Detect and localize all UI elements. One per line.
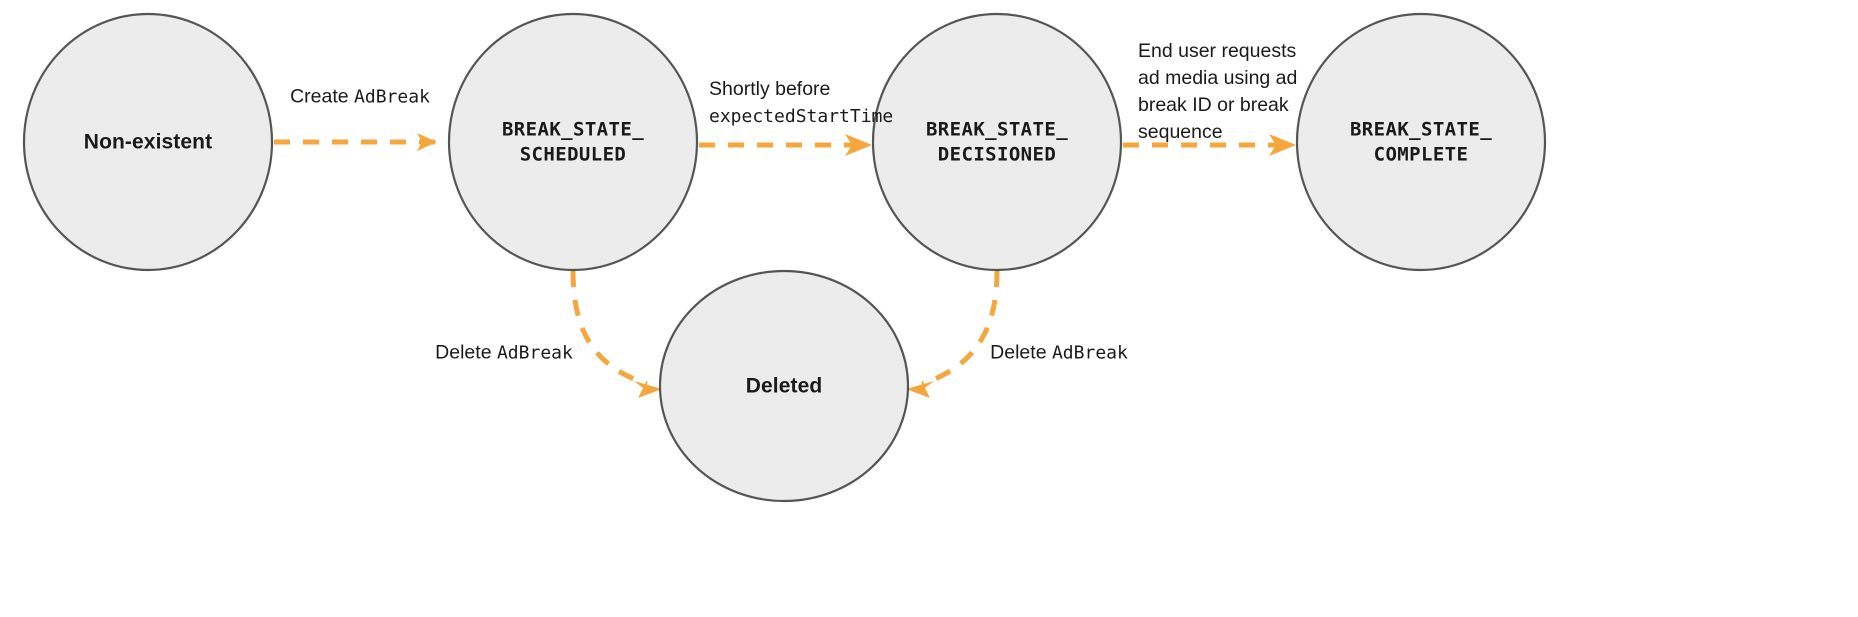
edge-shortly-before-expected-start-time: [699, 134, 872, 156]
node-deleted[interactable]: [658, 269, 910, 503]
edge-end-user-requests-arrowhead: [1269, 134, 1296, 156]
edge-delete-from-decisioned-line: [921, 270, 1000, 387]
edge-delete-from-scheduled-arrowhead: [634, 381, 662, 398]
edge-shortly-before-arrowhead: [845, 134, 872, 156]
edge-delete-from-scheduled-line: [570, 270, 648, 387]
node-break-state-complete[interactable]: [1295, 12, 1547, 272]
edge-end-user-requests-ad-media: [1123, 134, 1296, 156]
edge-delete-adbreak-from-scheduled: [570, 270, 662, 398]
edge-delete-from-decisioned-arrowhead: [906, 381, 934, 398]
node-break-state-scheduled[interactable]: [447, 12, 699, 272]
edge-create-adbreak-arrowhead: [417, 133, 437, 151]
node-non-existent[interactable]: [22, 12, 274, 272]
node-break-state-decisioned[interactable]: [871, 12, 1123, 272]
edge-delete-adbreak-from-decisioned: [906, 270, 1000, 398]
edge-create-adbreak: [274, 133, 437, 151]
